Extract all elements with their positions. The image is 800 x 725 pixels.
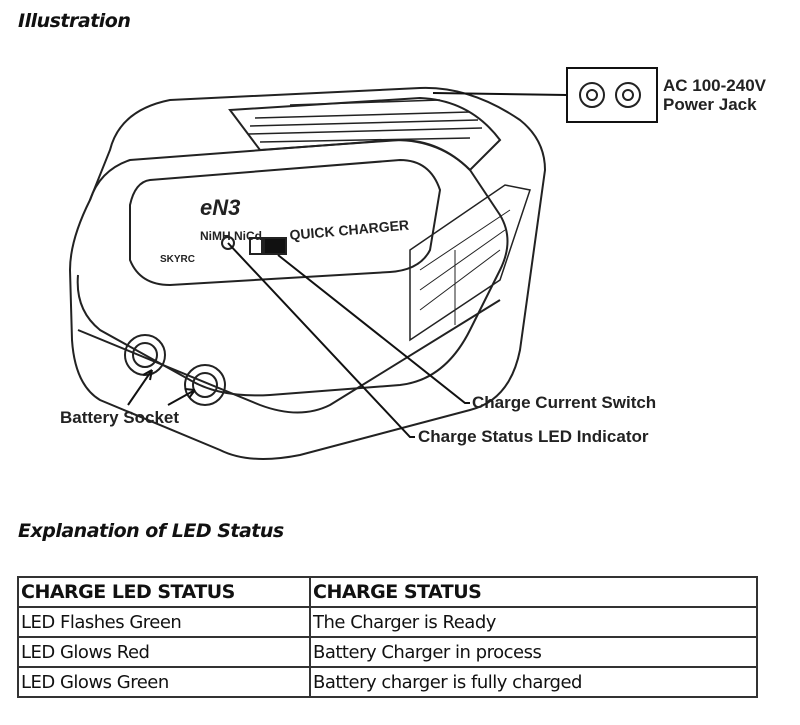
- battery-socket-label: Battery Socket: [60, 408, 180, 427]
- charge-current-switch-label: Charge Current Switch: [472, 393, 657, 412]
- led-status-heading: Explanation of LED Status: [18, 520, 284, 542]
- table-row: LED Glows Red Battery Charger in process: [17, 636, 758, 668]
- power-jack-label-line2: Power Jack: [663, 95, 757, 114]
- table-header-row: CHARGE LED STATUS CHARGE STATUS: [17, 576, 758, 608]
- header-led-status: CHARGE LED STATUS: [17, 576, 311, 608]
- header-charge-status: CHARGE STATUS: [309, 576, 758, 608]
- led-indicator: [221, 236, 235, 250]
- current-switch: [261, 237, 287, 255]
- table-row: LED Glows Green Battery charger is fully…: [17, 666, 758, 698]
- table-row: LED Flashes Green The Charger is Ready: [17, 606, 758, 638]
- led-status-table: CHARGE LED STATUS CHARGE STATUS LED Flas…: [17, 576, 758, 698]
- brand-logo: eN3: [200, 195, 240, 220]
- chem-marking: NiMH NiCd: [200, 229, 262, 243]
- illustration-heading: Illustration: [18, 10, 131, 32]
- maker-marking: SKYRC: [160, 254, 195, 265]
- charge-status-cell: Battery Charger in process: [309, 636, 758, 668]
- charge-status-led-label: Charge Status LED Indicator: [418, 427, 649, 446]
- type-marking: QUICK CHARGER: [289, 217, 410, 243]
- charge-status-cell: The Charger is Ready: [309, 606, 758, 638]
- power-jack-label-line1: AC 100-240V: [663, 76, 767, 95]
- charge-status-cell: Battery charger is fully charged: [309, 666, 758, 698]
- led-status-cell: LED Glows Green: [17, 666, 311, 698]
- charger-body: [68, 86, 547, 460]
- led-status-cell: LED Flashes Green: [17, 606, 311, 638]
- charger-illustration: eN3 QUICK CHARGER NiMH NiCd SKYRC: [68, 67, 658, 460]
- led-status-cell: LED Glows Red: [17, 636, 311, 668]
